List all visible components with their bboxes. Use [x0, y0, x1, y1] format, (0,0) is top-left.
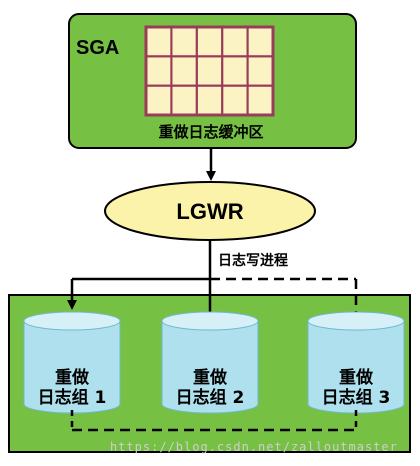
- watermark: https://blog.csdn.net/zalloutmaster: [110, 440, 398, 454]
- log-group-label-line2: 日志组 3: [322, 387, 391, 408]
- log-group-label-line1: 重做: [55, 367, 90, 388]
- log-group-label-line2: 日志组 2: [176, 387, 245, 408]
- redo-log-buffer-grid: [144, 25, 275, 117]
- cylinder-body: [23, 320, 121, 414]
- cylinder-top: [23, 311, 121, 331]
- log-group-label-line1: 重做: [193, 367, 228, 388]
- redo-log-buffer-label: 重做日志缓冲区: [158, 123, 263, 141]
- lgwr-label: LGWR: [176, 199, 243, 224]
- cylinder-top: [161, 311, 259, 331]
- log-group-label-line1: 重做: [339, 367, 374, 388]
- cylinder-body: [307, 320, 405, 414]
- log-group-label-line2: 日志组 1: [38, 387, 107, 408]
- cylinder-top: [307, 311, 405, 331]
- cylinder-body: [161, 320, 259, 414]
- buffer-cell: [246, 84, 275, 116]
- log-writer-label: 日志写进程: [218, 252, 288, 269]
- buffer-frame: [144, 25, 275, 117]
- sga-label: SGA: [76, 37, 119, 59]
